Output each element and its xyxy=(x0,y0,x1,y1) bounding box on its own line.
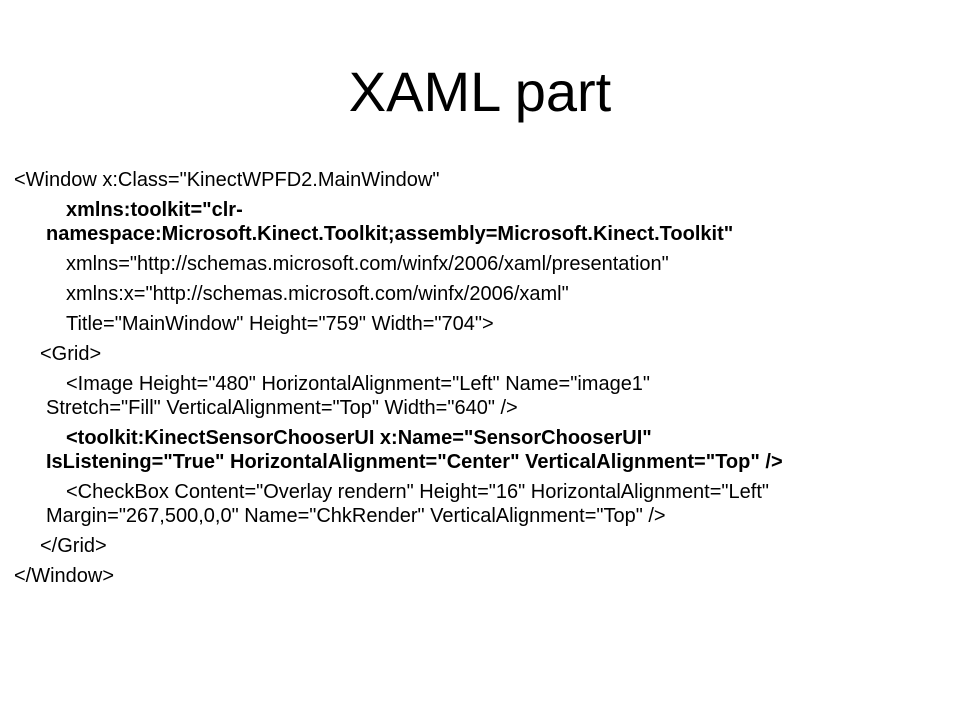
code-line-grid-close: </Grid> xyxy=(40,535,107,557)
code-line-window-open: <Window x:Class="KinectWPFD2.MainWindow" xyxy=(14,169,440,191)
code-line-checkbox: <CheckBox Content="Overlay rendern" Heig… xyxy=(46,481,769,527)
code-line-xmlns: xmlns="http://schemas.microsoft.com/winf… xyxy=(66,253,669,275)
code-line-image: <Image Height="480" HorizontalAlignment=… xyxy=(46,373,651,419)
code-line-xmlns-x: xmlns:x="http://schemas.microsoft.com/wi… xyxy=(66,283,569,305)
code-line-sensor-chooser: <toolkit:KinectSensorChooserUI x:Name="S… xyxy=(46,427,783,473)
code-line-grid-open: <Grid> xyxy=(40,343,102,365)
code-line-xmlns-toolkit: xmlns:toolkit="clr-namespace:Microsoft.K… xyxy=(46,199,734,245)
xaml-code-block: <Window x:Class="KinectWPFD2.MainWindow"… xyxy=(0,168,960,594)
code-line-window-attrs: Title="MainWindow" Height="759" Width="7… xyxy=(66,313,494,335)
code-line-window-close: </Window> xyxy=(14,565,115,587)
slide-title: XAML part xyxy=(348,60,612,123)
